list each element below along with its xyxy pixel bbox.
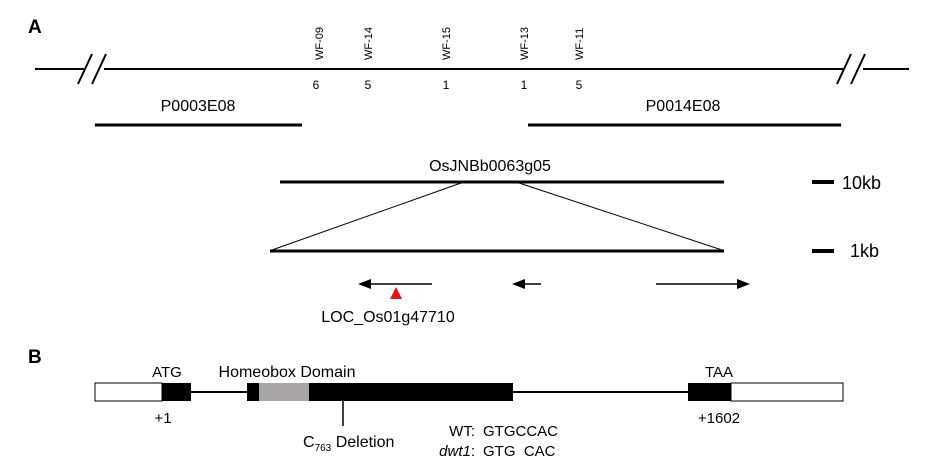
mutant-label: dwt1: [439,443,475,460]
scale-label-10kb: 10kb [842,173,881,193]
panel-b-letter: B [28,347,42,368]
mutant-sequence: GTG CAC [483,443,556,460]
homeobox-label: Homeobox Domain [219,364,356,381]
gene-arrow-middle [512,279,541,289]
deletion-label: C763 Deletion [303,434,394,454]
marker-wf-13: WF-13 [519,27,531,60]
marker-wf-14: WF-14 [363,27,375,60]
taa-label: TAA [705,364,733,381]
wt-sequence: GTGCCAC [483,423,558,440]
deletion-word: Deletion [331,434,394,451]
utr-5prime [94,382,163,402]
count-wf-15: 1 [443,78,450,92]
gene-arrow-left [358,279,432,289]
panel-a-letter: A [28,17,42,38]
count-wf-13: 1 [521,78,528,92]
marker-wf-09: WF-09 [314,27,326,60]
gene-arrow-right [656,279,750,289]
mutation-triangle-icon [390,287,402,299]
deletion-position: 763 [315,443,332,454]
zoom-lines [271,182,723,251]
wt-label: WT: [449,423,475,440]
utr-3prime [730,382,844,402]
bac-left-label: P0003E08 [161,98,236,115]
exon-3 [688,383,731,401]
gene-locus-label: LOC_Os01g47710 [321,309,455,326]
gene-structure [94,382,844,402]
exon-2-start [247,383,259,401]
marker-wf-15: WF-15 [441,27,453,60]
deletion-base: C [303,434,315,451]
exon-2-end [309,383,513,401]
homeobox-region [259,383,309,401]
right-break-mark [836,53,866,85]
exon-1 [162,383,191,401]
mutant-colon: : [471,443,475,460]
atg-label: ATG [152,364,182,381]
bac-center-label: OsJNBb0063g05 [429,158,551,175]
scale-label-1kb: 1kb [850,241,879,261]
count-wf-11: 5 [576,78,583,92]
bac-right-label: P0014E08 [646,98,721,115]
marker-wf-11: WF-11 [574,28,586,60]
mutant-name: dwt1 [439,443,471,460]
position-start: +1 [154,410,171,427]
count-wf-14: 5 [365,78,372,92]
count-wf-09: 6 [313,78,320,92]
left-break-mark [77,53,107,85]
position-end: +1602 [698,410,740,427]
